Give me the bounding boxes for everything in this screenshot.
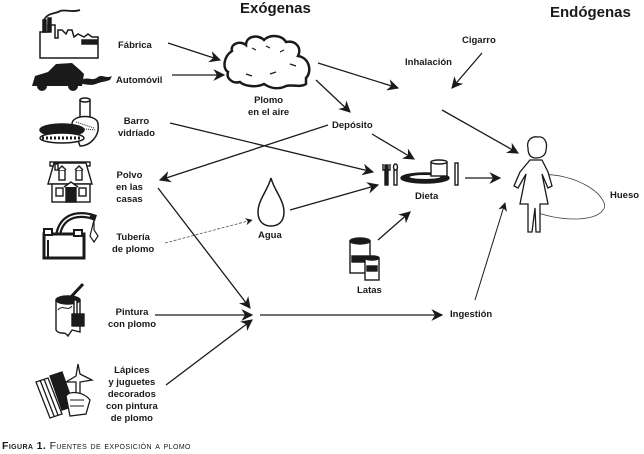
edge-air-deposit [315,79,351,113]
edge-cigarette-inhalation [451,52,483,89]
inhalation-label: Inhalación [405,57,452,68]
edge-inhalation-body [441,109,520,154]
ingestion-label: Ingestión [450,309,493,320]
lead-in-air-cloud-icon [223,34,311,90]
water-drop-icon [257,177,285,227]
lead-pipe-icon [42,212,99,260]
edge-water-diet [289,182,380,211]
figure-caption: Figura 1. Fuentes de exposición a plomo [2,440,191,452]
car-icon [32,63,112,91]
glazed-clay-icon [39,97,99,147]
edge-toys-ingestion [165,319,253,386]
lead-paint-label: Pintura con plomo [108,307,157,330]
glazed-clay-label: Barro vidriado [118,116,155,139]
edge-air-inhalation [317,62,400,91]
edge-deposit-diet [371,133,416,160]
exogenous-header: Exógenas [240,0,311,17]
human-body-icon [513,136,553,233]
diet-plate-icon [382,159,459,186]
figure-title: Fuentes de exposición a plomo [49,440,191,452]
cans-label: Latas [357,285,382,296]
pencils-toys-icon [35,363,95,419]
water-label: Agua [258,230,282,241]
lead-pipe-label: Tubería de plomo [112,232,155,255]
bone-label: Hueso [610,190,640,201]
house-icon [47,161,93,203]
house-dust-label: Polvo en las casas [116,170,143,205]
car-label: Automóvil [116,75,163,86]
edge-cans-diet [377,211,411,241]
edge-body-bone-loop [529,174,605,220]
edge-clay-diet [169,122,375,176]
paint-can-icon [55,282,85,338]
edge-deposit-dust [158,124,329,183]
endogenous-header: Endógenas [550,4,631,21]
toys-label: Lápices y juguetes decorados con pintura… [106,365,158,424]
cans-icon [349,237,380,281]
cigarette-label: Cigarro [462,35,496,46]
deposit-label: Depósito [332,120,373,131]
edge-ingestion-body [474,202,507,301]
air-lead-label: Plomo en el aire [248,95,290,118]
factory-label: Fábrica [118,40,152,51]
factory-icon [39,9,99,59]
edge-pipe-water [164,218,253,244]
figure-number: Figura 1. [2,440,47,452]
edge-factory-air [167,42,222,63]
edge-dust-ingestion [157,187,251,309]
diet-label: Dieta [415,191,439,202]
